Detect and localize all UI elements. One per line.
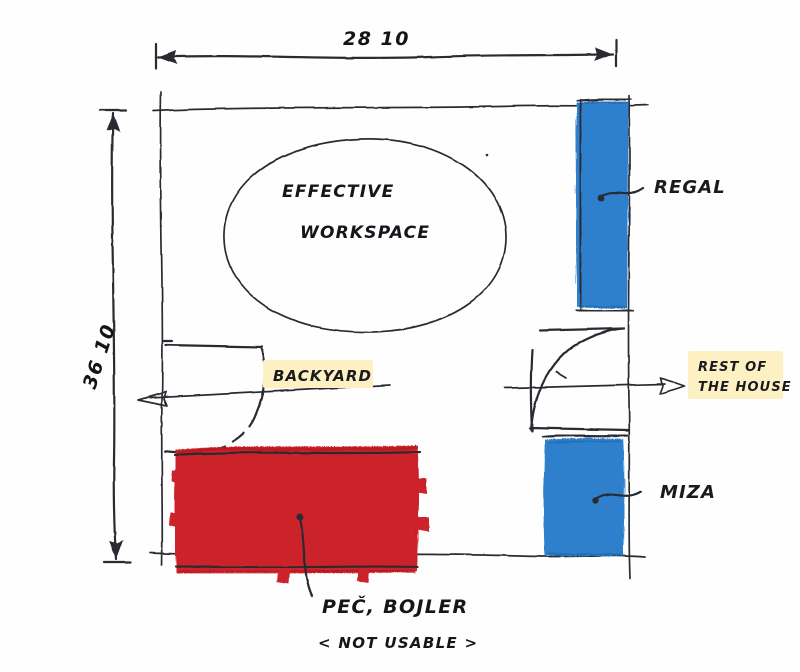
rest-of-house-callout: REST OF THE HOUSE — [688, 351, 792, 399]
stove-dribble-left-2 — [169, 512, 180, 528]
rest-arrow-line — [504, 383, 666, 389]
backyard-door-head — [164, 343, 264, 349]
stove-edge-bottom — [178, 569, 416, 575]
miza-desk-object — [541, 433, 629, 557]
miza-outline-top — [541, 433, 629, 439]
regal-label: REGAL — [654, 177, 726, 198]
stove-edge-top — [177, 446, 417, 454]
stove-boiler-object — [169, 445, 429, 584]
regal-leader-line — [598, 186, 645, 199]
stove-dribble-right-2 — [417, 517, 429, 532]
stove-leader-line — [298, 516, 314, 598]
backyard-label: BACKYARD — [273, 367, 372, 385]
backyard-arrow-head — [137, 391, 168, 407]
wall-top — [152, 104, 649, 112]
stove-dribble-bottom-1 — [277, 570, 290, 584]
top-dimension — [154, 38, 618, 70]
top-dimension-right-arrowhead — [594, 47, 613, 61]
stove-leader — [296, 513, 314, 598]
backyard-callout: BACKYARD — [263, 360, 373, 388]
rest-of-house-label-line1: REST OF — [698, 360, 767, 375]
regal-shelf-object — [574, 97, 635, 313]
stove-fill — [174, 445, 420, 574]
left-dimension-line — [111, 111, 118, 561]
miza-fill — [543, 438, 625, 557]
stove-dribble-bottom-2 — [357, 570, 370, 583]
rest-door-sill — [528, 426, 630, 432]
regal-fill — [575, 101, 629, 309]
regal-outline-bottom — [574, 308, 635, 313]
workspace-label-line2: WORKSPACE — [300, 223, 430, 243]
left-dimension-top-arrowhead — [106, 113, 120, 132]
stove-dribble-right-1 — [416, 478, 427, 494]
rest-door-arc-tick — [555, 371, 567, 379]
miza-label: MIZA — [660, 482, 716, 503]
wall-left — [159, 91, 164, 566]
wall-right — [627, 95, 631, 579]
miza-leader-dot — [591, 497, 599, 505]
regal-outline-left — [578, 98, 583, 312]
left-dimension-bottom-arrowhead — [109, 540, 123, 559]
regal-leader — [597, 186, 645, 202]
stove-dribble-left-1 — [171, 470, 180, 484]
workspace-bubble — [223, 138, 507, 333]
stove-note-line1: PEČ, BOJLER — [322, 594, 468, 618]
regal-leader-dot — [597, 194, 605, 202]
stove-note-line2: < NOT USABLE > — [318, 634, 478, 652]
top-dimension-label: 28 10 — [343, 28, 410, 50]
regal-edge-bottom — [577, 304, 628, 309]
miza-edge-top — [547, 439, 622, 445]
regal-outline-top — [575, 97, 633, 103]
top-dimension-left-arrowhead — [158, 50, 177, 64]
workspace-label-line1: EFFECTIVE — [282, 182, 394, 202]
rest-door-swing-arc — [529, 326, 624, 432]
rest-of-house-highlight — [688, 351, 783, 399]
stove-outline-top — [173, 450, 422, 457]
miza-leader-line — [592, 490, 643, 502]
miza-leader — [591, 490, 643, 505]
effective-workspace-ellipse — [223, 138, 507, 333]
rest-of-house-label-line2: THE HOUSE — [698, 380, 792, 395]
backyard-highlight — [263, 360, 373, 388]
left-dimension — [98, 108, 132, 564]
stove-leader-dot — [296, 513, 304, 521]
regal-edge-top — [577, 100, 629, 106]
rest-of-house-door — [528, 326, 630, 433]
miza-edge-bottom — [546, 551, 623, 556]
rest-arrow-head — [659, 377, 685, 395]
backyard-door-swing-arc — [161, 412, 258, 454]
stove-outline-bottom — [174, 564, 420, 569]
stray-ink-dot — [485, 153, 489, 157]
top-dimension-line — [156, 52, 615, 59]
rest-door-head — [538, 326, 626, 332]
rest-of-house-direction-arrow — [504, 377, 685, 395]
